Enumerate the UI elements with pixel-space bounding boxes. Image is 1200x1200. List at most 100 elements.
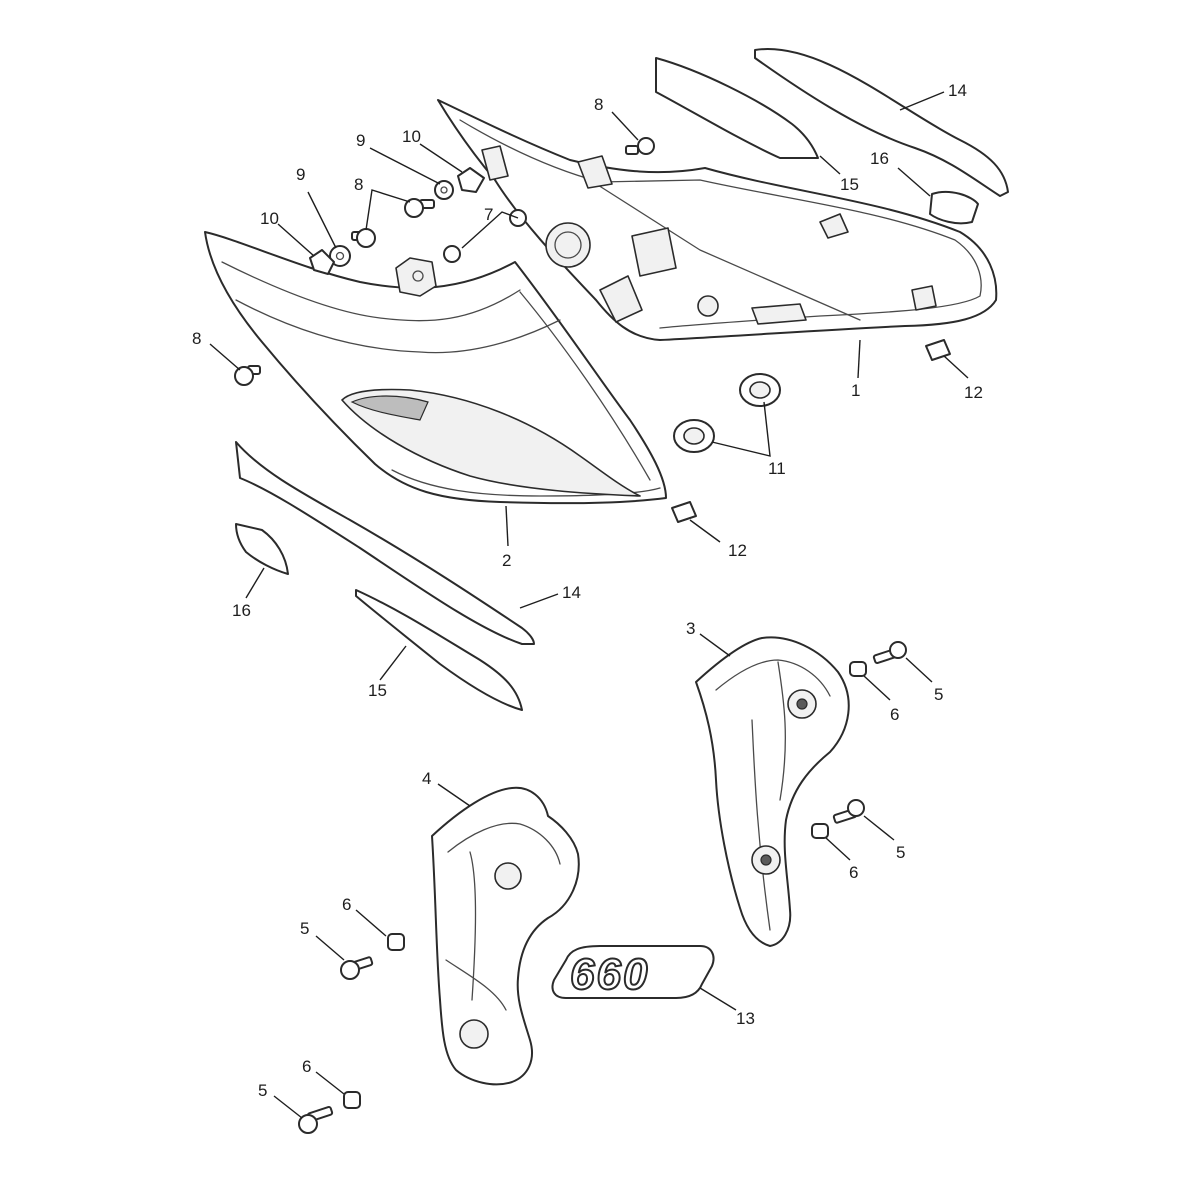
panel-1-grommet-hole	[545, 222, 591, 268]
decal-16-right	[929, 190, 979, 225]
leader-5c	[315, 935, 345, 961]
callout-5b: 5	[896, 843, 905, 862]
callout-6c: 6	[342, 895, 351, 914]
callout-11: 11	[768, 459, 786, 478]
callout-12b: 12	[728, 541, 747, 560]
callout-labels: 1 2 3 4 5 5 5 5 6 6 6 6 7 8 8 8 9 9 10 1…	[192, 81, 983, 1100]
leader-5b	[863, 815, 895, 841]
leader-3	[699, 633, 731, 657]
decal-14-right	[754, 48, 1009, 197]
panel-1-tab-top	[577, 155, 613, 189]
callout-8a: 8	[594, 95, 603, 114]
leader-2	[505, 505, 509, 547]
panel-1-box	[599, 275, 643, 323]
panel-2-mount-tab	[395, 257, 437, 297]
badge-13-text: 660	[570, 950, 649, 999]
washer-9-upper	[434, 180, 454, 200]
callout-8b: 8	[354, 175, 363, 194]
callout-9a: 9	[356, 131, 365, 150]
bracket-3	[695, 636, 850, 947]
spacer-6-bracket-4-lower	[343, 1091, 361, 1109]
panel-2-lower-line	[235, 291, 651, 481]
leader-8a	[611, 111, 639, 141]
leader-16b	[245, 567, 265, 599]
callout-4: 4	[422, 769, 431, 788]
callout-6d: 6	[302, 1057, 311, 1076]
spacer-6-bracket-4-upper	[387, 933, 405, 951]
badge-13-outline	[551, 945, 715, 999]
screw-8-mid	[404, 198, 435, 218]
bracket-3-boss-upper-hole	[796, 698, 808, 710]
leader-9b	[307, 191, 337, 249]
panel-2-tab-hole	[412, 270, 424, 282]
decal-15-left	[355, 589, 523, 711]
leader-12a	[943, 355, 969, 379]
bracket-3-edge	[715, 659, 831, 931]
leader-14a	[899, 91, 945, 111]
clip-nut-10-lower	[309, 249, 335, 275]
washer-9-lower	[329, 245, 351, 267]
callout-10a: 10	[402, 127, 421, 146]
callout-8c: 8	[192, 329, 201, 348]
callout-16a: 16	[870, 149, 889, 168]
screw-5-bracket-4-upper	[340, 956, 374, 980]
leader-9a	[369, 147, 441, 185]
leader-14b	[519, 593, 559, 609]
callout-3: 3	[686, 619, 695, 638]
clip-12-left	[671, 501, 697, 523]
callout-10b: 10	[260, 209, 279, 228]
nut-7-lower	[443, 245, 461, 263]
callout-14b: 14	[562, 583, 581, 602]
panel-1-clip-a	[819, 213, 849, 239]
callout-15a: 15	[840, 175, 859, 194]
leader-5a	[905, 657, 933, 683]
callout-16b: 16	[232, 601, 251, 620]
callout-15b: 15	[368, 681, 387, 700]
panel-2-vent-mesh	[350, 395, 429, 421]
leader-6b	[825, 837, 851, 861]
screw-8-lower	[351, 228, 376, 248]
bracket-4-hole-upper	[494, 862, 522, 890]
spacer-6-bracket-3-lower	[811, 823, 829, 839]
panel-1-lug	[481, 145, 509, 181]
leader-8c	[209, 343, 241, 371]
bracket-4	[431, 786, 580, 1086]
screw-5-bracket-3-upper	[872, 641, 907, 664]
clip-nut-10-upper	[457, 167, 485, 193]
bracket-4-edge	[445, 822, 561, 1011]
callout-12a: 12	[964, 383, 983, 402]
washer-9-upper-hole	[440, 186, 448, 194]
leader-6d	[315, 1071, 345, 1095]
leader-15a	[819, 155, 841, 175]
screw-8-left	[234, 365, 261, 386]
panel-1-grommet-ring	[554, 231, 582, 259]
leader-6c	[355, 909, 387, 937]
panel-1-rib	[589, 179, 861, 321]
callout-1: 1	[851, 381, 860, 400]
leader-13	[699, 987, 737, 1011]
leader-10b	[277, 223, 315, 257]
panel-1-clip-slot	[631, 227, 677, 277]
screw-5-bracket-4-lower	[298, 1106, 334, 1134]
leader-4	[437, 783, 471, 807]
decal-14-left	[235, 441, 535, 645]
leader-15b	[379, 645, 407, 681]
leader-10a	[419, 143, 463, 173]
callout-13: 13	[736, 1009, 755, 1028]
grommet-11-upper	[739, 373, 781, 407]
bracket-3-boss-lower-hole	[760, 854, 772, 866]
leader-7	[461, 211, 519, 249]
bracket-4-hole-lower	[459, 1019, 489, 1049]
panel-1-post	[697, 295, 719, 317]
leader-11	[711, 401, 771, 457]
leader-16a	[897, 167, 931, 197]
leader-1	[857, 339, 861, 379]
callout-5a: 5	[934, 685, 943, 704]
callout-5d: 5	[258, 1081, 267, 1100]
decal-16-left	[235, 523, 289, 575]
leader-5d	[273, 1095, 303, 1119]
decal-15-right	[655, 57, 819, 159]
screw-5-bracket-3-lower	[832, 799, 865, 824]
clip-12-right	[925, 339, 951, 361]
